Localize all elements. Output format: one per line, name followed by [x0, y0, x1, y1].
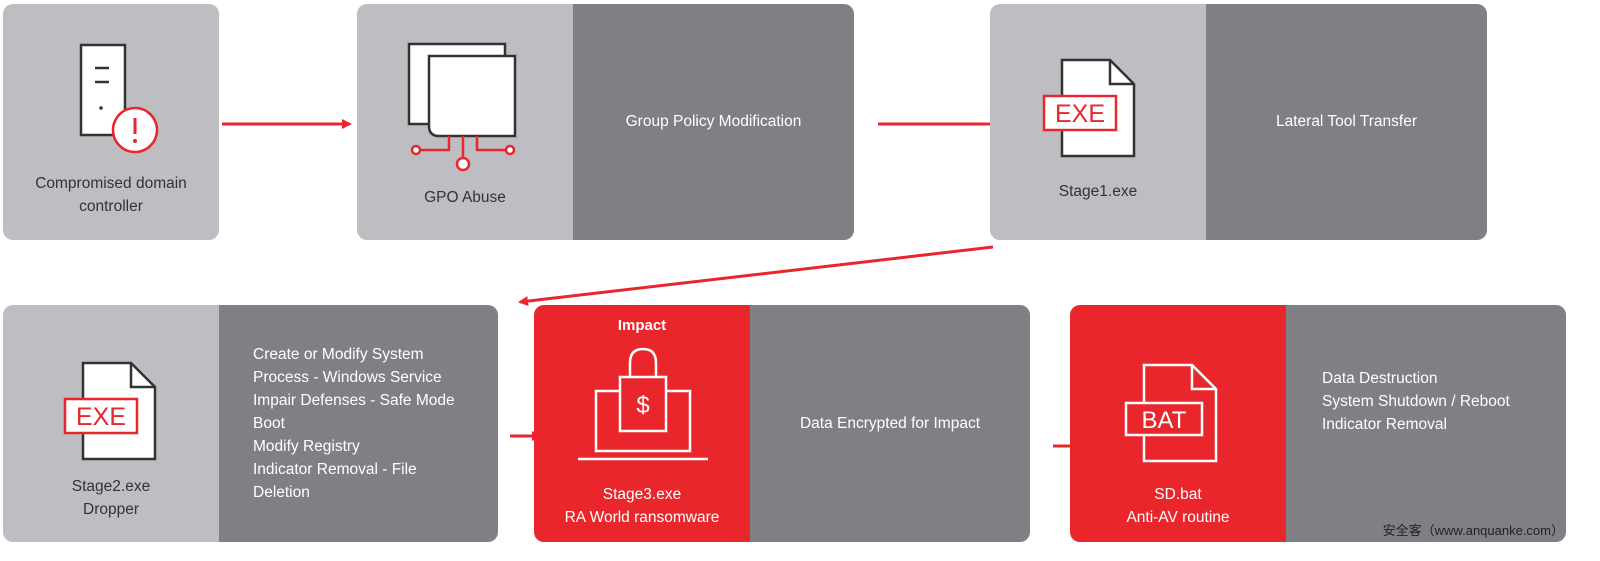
caption-stage3: Stage3.exe RA World ransomware — [564, 486, 720, 526]
card-gpo-abuse: GPO Abuse Group Policy Modification — [357, 4, 854, 240]
technique-line: Impair Defenses - Safe Mode — [253, 392, 455, 409]
technique-panel-stage2: Create or Modify System Process - Window… — [219, 305, 498, 542]
technique-data-encrypted: Data Encrypted for Impact — [799, 414, 981, 432]
card-compromised-dc: Compromised domain controller — [3, 4, 219, 240]
exe-file-icon: EXE — [63, 361, 157, 461]
watermark-text: 安全客（www.anquanke.com） — [1382, 523, 1564, 538]
laptop-lock-icon: $ — [578, 347, 708, 461]
card-stage1-panel: EXE Stage1.exe — [990, 4, 1206, 240]
card-stage3-panel: Impact $ Stage3.exe RA World ransomware — [534, 305, 750, 542]
technique-line: Data Destruction — [1322, 370, 1438, 387]
caption-gpo-abuse: GPO Abuse — [424, 189, 506, 206]
bat-file-icon: BAT — [1124, 363, 1218, 463]
technique-line: Modify Registry — [253, 438, 360, 455]
svg-text:$: $ — [636, 392, 649, 419]
impact-label: Impact — [617, 317, 667, 334]
caption-compromised-dc: Compromised domain controller — [35, 175, 187, 215]
technique-line: Indicator Removal — [1322, 416, 1447, 433]
technique-lateral-tool-transfer: Lateral Tool Transfer — [1275, 113, 1417, 130]
card-compromised-dc-panel: Compromised domain controller — [3, 4, 219, 240]
exe-file-icon: EXE — [1042, 58, 1136, 158]
technique-line: System Shutdown / Reboot — [1322, 393, 1510, 410]
technique-line: Process - Windows Service — [253, 369, 442, 386]
svg-text:EXE: EXE — [76, 403, 126, 431]
card-stage3: Impact $ Stage3.exe RA World ransomware … — [534, 305, 1030, 542]
technique-line: Create or Modify System — [253, 346, 424, 363]
card-sdbat: BAT SD.bat Anti-AV routine Data Destruct… — [1070, 305, 1566, 542]
svg-text:EXE: EXE — [1055, 100, 1105, 128]
technique-panel-stage1: Lateral Tool Transfer — [1206, 4, 1487, 240]
technique-line: Boot — [253, 415, 285, 432]
caption-sdbat: SD.bat Anti-AV routine — [1126, 486, 1230, 526]
caption-stage1: Stage1.exe — [1058, 183, 1138, 200]
technique-panel-sdbat: Data Destruction System Shutdown / Reboo… — [1286, 305, 1566, 542]
technique-line: Indicator Removal - File — [253, 461, 417, 478]
technique-list-sdbat: Data Destruction System Shutdown / Reboo… — [1286, 367, 1510, 436]
caption-stage2: Stage2.exe Dropper — [71, 478, 151, 518]
gpo-documents-icon — [407, 42, 517, 172]
technique-panel-gpo: Group Policy Modification — [573, 4, 854, 240]
technique-panel-stage3: Data Encrypted for Impact — [750, 305, 1030, 542]
server-warning-icon — [79, 43, 159, 154]
card-stage2: EXE Stage2.exe Dropper Create or Modify … — [3, 305, 498, 542]
card-stage1: EXE Stage1.exe Lateral Tool Transfer — [990, 4, 1487, 240]
technique-group-policy-modification: Group Policy Modification — [625, 113, 802, 130]
technique-list-stage2: Create or Modify System Process - Window… — [219, 343, 455, 504]
card-gpo-abuse-panel: GPO Abuse — [357, 4, 573, 240]
arrow-stage1-to-stage2 — [518, 245, 994, 307]
technique-line: Deletion — [253, 484, 310, 501]
card-sdbat-panel: BAT SD.bat Anti-AV routine — [1070, 305, 1286, 542]
svg-text:BAT: BAT — [1142, 407, 1187, 434]
card-stage2-panel: EXE Stage2.exe Dropper — [3, 305, 219, 542]
